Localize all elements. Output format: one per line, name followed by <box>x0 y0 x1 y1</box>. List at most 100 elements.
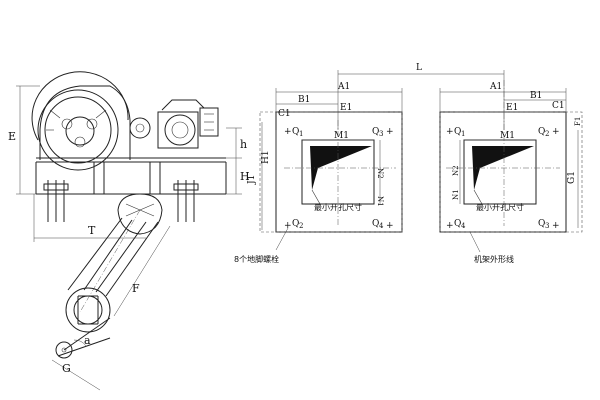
plan1-q3-sub: 3 <box>379 130 383 138</box>
label-L: L <box>416 63 422 73</box>
plan1-q1-sub: 1 <box>299 130 303 138</box>
plan1-marker-q4: + <box>386 221 394 231</box>
dim-G-line <box>51 359 101 391</box>
plan1-marker-q2: + <box>284 221 292 231</box>
plan2-label-E1: E1 <box>506 103 518 113</box>
bottom-wheel <box>55 341 73 359</box>
plan1-opening-edge <box>311 189 321 205</box>
plan1-q4-sub: 4 <box>379 222 384 230</box>
base-post-2 <box>149 161 161 195</box>
plan2-label-G1: G1 <box>567 171 577 184</box>
plan1-label-C1: C1 <box>278 109 291 119</box>
arm-line-3 <box>83 219 133 291</box>
plan1-q4: Q <box>372 219 379 229</box>
arm-centerline <box>79 209 141 313</box>
plan1-opening-fill <box>310 146 372 190</box>
drum-hole-1 <box>61 118 73 130</box>
label-bolts: 8个地脚螺栓 <box>234 254 279 264</box>
lower-sheave-outer <box>65 287 111 333</box>
plan1-label-H1: H1 <box>261 150 271 164</box>
plan2-label-A1: A1 <box>489 82 502 92</box>
label-a: a <box>84 334 91 347</box>
plan2-marker-q2: + <box>552 127 560 137</box>
label-G: G <box>62 362 71 375</box>
plan1-label-M1: M1 <box>334 131 349 141</box>
plan1-label-E1: E1 <box>340 103 352 113</box>
plan1-q2-sub: 2 <box>299 222 303 230</box>
angle-a-arc <box>73 339 87 347</box>
anchor-bolts-left <box>43 180 69 222</box>
plan2-label-B1: B1 <box>530 91 542 101</box>
drum-outer <box>37 89 119 171</box>
plan1-marker-q1: + <box>284 127 292 137</box>
plan2-q2: Q <box>538 127 545 137</box>
plan1-q1: Q <box>292 127 299 137</box>
plan2-label-N1: N1 <box>452 189 460 200</box>
motor-top <box>161 99 205 111</box>
drum-hole-2 <box>86 118 98 130</box>
bottom-link-2 <box>57 337 111 357</box>
plan1-marker-q3: + <box>386 127 394 137</box>
plan1-label-A1: A1 <box>337 82 350 92</box>
plan2-min-opening: 最小开孔尺寸 <box>476 202 524 212</box>
plan2-q4: Q <box>454 219 461 229</box>
base-post-1 <box>93 161 105 195</box>
housing-cover <box>39 85 131 160</box>
plan2-q3: Q <box>538 219 545 229</box>
label-H: H <box>240 170 250 183</box>
drum-spoke-2 <box>95 109 107 119</box>
upper-pulley <box>117 193 163 235</box>
motor-flange <box>164 114 196 146</box>
arm-line-2 <box>105 221 159 297</box>
bolt-nut-left <box>43 183 69 191</box>
plan2-label-C1: C1 <box>552 101 565 111</box>
machine-side-view: E <box>8 71 250 391</box>
plan1-bolt-leader <box>275 227 289 251</box>
bottom-wheel-hub <box>61 347 67 353</box>
plan2-q1-sub: 1 <box>461 130 465 138</box>
bolt-nut-right <box>173 183 199 191</box>
drum-hole-3 <box>74 136 86 148</box>
anchor-bolts-right <box>173 180 199 222</box>
plan1-label-N1: N1 <box>376 196 384 207</box>
plan2-marker-q1: + <box>446 127 454 137</box>
drum-inner <box>44 96 112 164</box>
plan2-marker-q3: + <box>552 221 560 231</box>
label-frame-outline: 机架外形线 <box>474 254 514 264</box>
plan2-label-F1: F1 <box>574 117 582 126</box>
plan2-marker-q4: + <box>446 221 454 231</box>
plan1-label-B1: B1 <box>298 95 310 105</box>
plan1-q3: Q <box>372 127 379 137</box>
label-F: F <box>132 282 140 295</box>
plan2-label-N2: N2 <box>452 165 460 176</box>
foundation-plan-left: A1 B1 E1 C1 M1 H1 J1 N2 N1 最小开孔尺寸 + Q 1 … <box>234 82 403 264</box>
brake-box <box>199 107 219 137</box>
pinion-gear <box>129 117 151 139</box>
dim-L: L <box>337 63 505 130</box>
plan2-q2-sub: 2 <box>545 130 549 138</box>
motor-hub <box>171 121 189 139</box>
drum-hub <box>65 116 95 146</box>
plan2-q4-sub: 4 <box>461 222 466 230</box>
plan2-frame-leader <box>469 231 481 253</box>
plan1-label-N2: N2 <box>376 168 384 179</box>
plan2-q1: Q <box>454 127 461 137</box>
label-E: E <box>8 130 16 143</box>
foundation-plan-right: A1 B1 E1 C1 F1 M1 N2 N1 G1 最小开孔尺寸 + Q 1 … <box>439 80 583 264</box>
label-T: T <box>88 224 96 237</box>
plan2-label-M1: M1 <box>500 131 515 141</box>
bottom-link <box>63 317 111 351</box>
drum-spoke-1 <box>49 109 61 119</box>
pinion-hub <box>135 123 145 133</box>
plan1-min-opening: 最小开孔尺寸 <box>314 202 362 212</box>
motor-box <box>157 111 199 149</box>
plan2-opening-fill <box>472 146 534 190</box>
plan2-opening-edge <box>473 189 483 205</box>
arm-line-4 <box>95 221 147 293</box>
dim-F-line <box>113 225 171 317</box>
plan1-q2: Q <box>292 219 299 229</box>
plan2-q3-sub: 3 <box>545 222 549 230</box>
label-h: h <box>240 138 247 151</box>
